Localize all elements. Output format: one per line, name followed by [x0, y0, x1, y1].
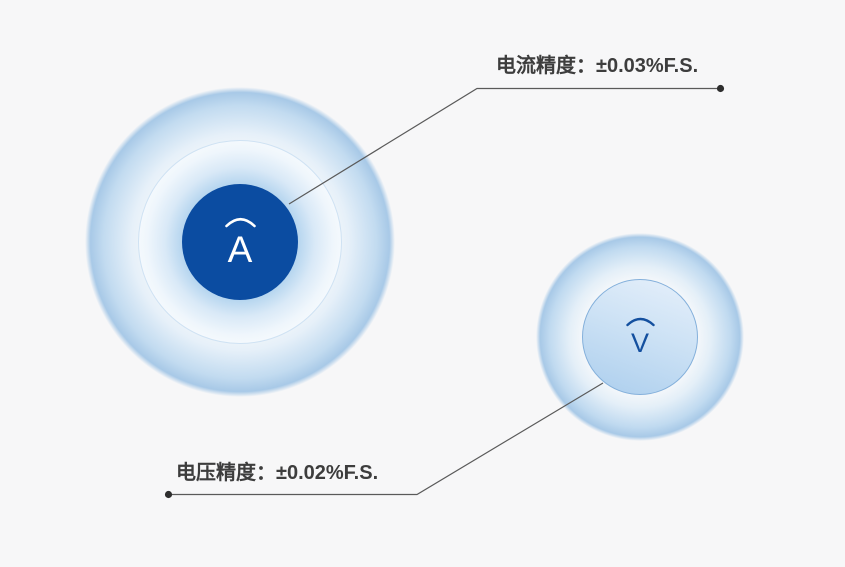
voltmeter-letter: V — [630, 328, 649, 358]
ammeter-arc-icon — [224, 217, 256, 227]
current-accuracy-label: 电流精度：±0.03%F.S. — [496, 55, 699, 77]
current-callout-dot — [716, 84, 725, 93]
voltage-callout-dot — [164, 490, 173, 499]
ammeter-core: A — [182, 184, 298, 300]
voltmeter-arc-icon — [625, 317, 655, 327]
voltmeter-core: V — [582, 279, 698, 395]
voltage-accuracy-label: 电压精度：±0.02%F.S. — [176, 462, 379, 484]
ammeter-letter: A — [227, 228, 253, 270]
